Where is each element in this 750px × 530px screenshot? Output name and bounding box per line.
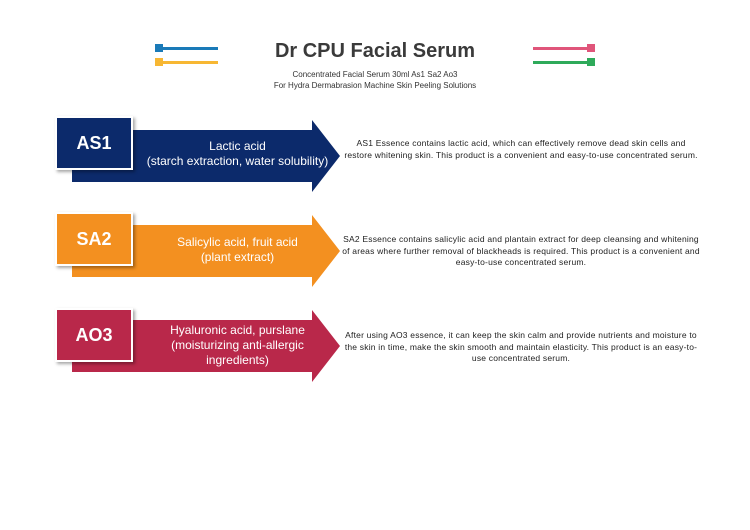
product-description: AS1 Essence contains lactic acid, which … [344,138,698,160]
ingredient-text: Hyaluronic acid, purslane (moisturizing … [140,323,335,368]
product-row-sa2: SA2 Salicylic acid, fruit acid (plant ex… [0,212,750,295]
ingredient-line-2: (moisturizing anti-allergic [171,338,304,352]
decor-line-pink [533,47,595,50]
subtitle-line-1: Concentrated Facial Serum 30ml As1 Sa2 A… [292,70,458,79]
decor-line-green [533,61,595,64]
product-description: After using AO3 essence, it can keep the… [344,330,698,363]
decor-line-blue [156,47,218,50]
decor-dot-pink [587,44,595,52]
ingredient-line-1: Salicylic acid, fruit acid [177,235,298,249]
ingredient-line-3: ingredients) [206,353,269,367]
decor-dot-blue [155,44,163,52]
code-label: AO3 [75,324,113,345]
ingredient-text: Salicylic acid, fruit acid (plant extrac… [140,235,335,265]
code-badge: AO3 [55,308,133,362]
subtitle-line-2: For Hydra Dermabrasion Machine Skin Peel… [273,81,477,90]
decor-dot-yellow [155,58,163,66]
ingredient-line-2: (plant extract) [200,250,275,264]
arrow-shape [72,120,342,192]
code-badge: AS1 [55,116,133,170]
decor-line-yellow [156,61,218,64]
code-label: AS1 [76,132,112,153]
page-title: Dr CPU Facial Serum [274,40,476,62]
ingredient-line-1: Hyaluronic acid, purslane [170,323,305,337]
code-label: SA2 [76,228,112,249]
product-row-as1: AS1 Lactic acid (starch extraction, wate… [0,116,750,200]
code-badge: SA2 [55,212,133,266]
arrow-shape [72,215,342,287]
arrow-shape [72,310,342,382]
decor-dot-green [587,58,595,66]
ingredient-text: Lactic acid (starch extraction, water so… [140,139,335,169]
product-description: SA2 Essence contains salicylic acid and … [342,234,700,267]
ingredient-line-1: Lactic acid [209,139,266,153]
product-row-ao3: AO3 Hyaluronic acid, purslane (moisturiz… [0,308,750,390]
ingredient-line-2: (starch extraction, water solubility) [146,154,329,168]
